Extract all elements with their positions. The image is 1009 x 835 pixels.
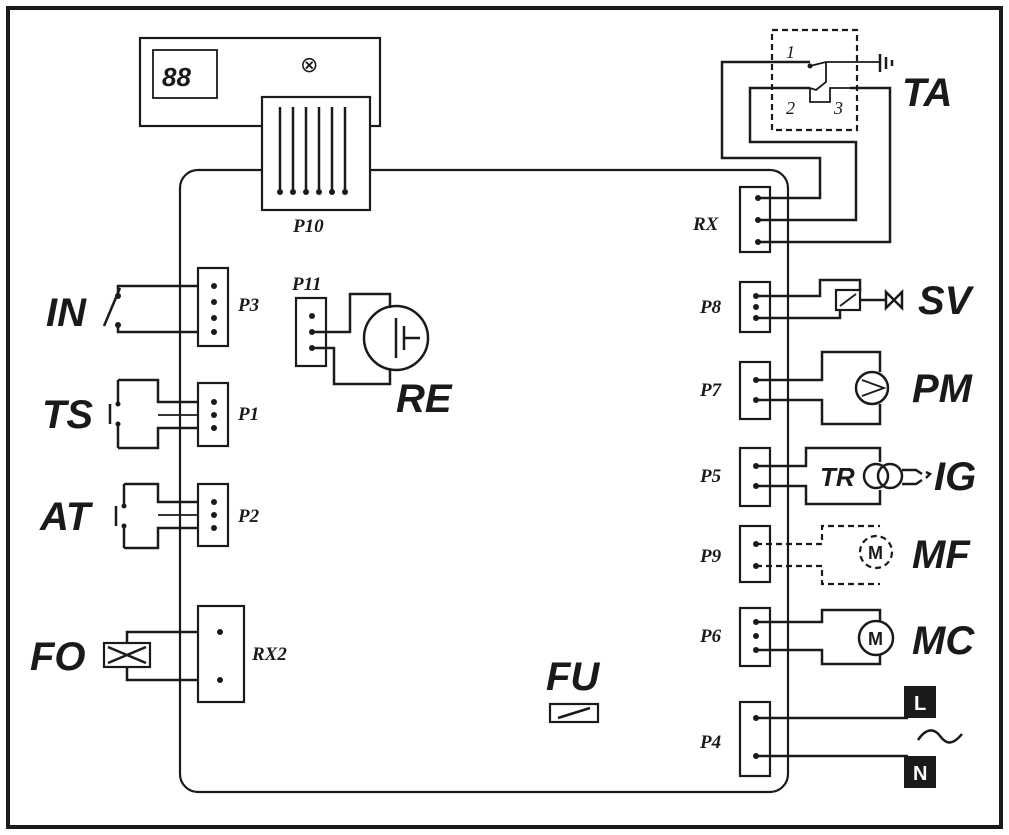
label-sv: SV [918, 279, 975, 323]
label-p3: P3 [237, 295, 259, 316]
room-thermostat-ta: 1 2 3 TA [770, 28, 952, 132]
ac-wave-icon [916, 729, 963, 744]
ta-terminal-2: 2 [786, 98, 795, 118]
relay-re: RE [312, 292, 453, 421]
display-digits: 88 [162, 62, 191, 92]
label-p7: P7 [699, 380, 723, 401]
outer-frame [6, 6, 1003, 829]
igniter-ig: IG [902, 455, 976, 499]
label-p8: P8 [699, 297, 722, 318]
label-pm: PM [912, 367, 974, 411]
label-mc: MC [912, 619, 975, 663]
connector-p1: P1 [196, 381, 259, 448]
label-p9: P9 [699, 546, 722, 567]
label-p2: P2 [237, 506, 260, 527]
label-fu: FU [546, 655, 600, 699]
connector-rx: RX [692, 185, 772, 254]
connector-p10: P10 [260, 95, 372, 237]
label-ta: TA [902, 71, 952, 115]
connector-p9: P9 [699, 524, 772, 584]
connector-p8: P8 [699, 280, 772, 334]
input-switch-in: IN [46, 284, 218, 335]
label-p6: P6 [699, 626, 722, 647]
ta-wiring [720, 60, 892, 244]
connector-p11: P11 [291, 274, 328, 368]
connector-p2: P2 [196, 482, 260, 548]
connector-p6: P6 [699, 606, 772, 668]
solenoid-valve-sv: SV [756, 278, 975, 323]
fuse-fu: FU [546, 655, 600, 724]
connector-p5: P5 [699, 446, 772, 508]
safety-thermostat-ts: TS [42, 378, 218, 450]
label-mf: MF [912, 533, 971, 577]
label-ig: IG [934, 455, 976, 499]
label-re: RE [396, 377, 453, 421]
mains-line-label: L [914, 693, 926, 715]
ta-terminal-1: 1 [786, 42, 795, 62]
mc-motor-glyph: M [868, 629, 883, 649]
display-module: 88 ⊗ [138, 36, 382, 128]
control-board [178, 168, 790, 794]
transformer-tr: TR [756, 446, 904, 506]
indicator-lamp-icon: ⊗ [300, 53, 318, 78]
flame-sensor-fo: FO [30, 630, 218, 682]
pump-pm: PM [756, 350, 974, 426]
connector-rx2: RX2 [196, 604, 287, 704]
motor-mc: M MC [756, 608, 975, 666]
label-p1: P1 [237, 404, 259, 425]
label-in: IN [46, 291, 87, 335]
label-p11: P11 [291, 274, 322, 295]
label-p10: P10 [292, 216, 324, 237]
label-p5: P5 [699, 466, 722, 487]
label-at: AT [39, 495, 94, 539]
mains-power: L N [756, 686, 963, 788]
mains-neutral-label: N [913, 763, 927, 785]
air-thermostat-at: AT [39, 482, 218, 550]
label-rx2: RX2 [251, 644, 287, 665]
label-tr: TR [820, 462, 855, 492]
label-p4: P4 [699, 732, 721, 753]
mf-motor-glyph: M [868, 543, 883, 563]
label-fo: FO [30, 635, 86, 679]
connector-p4: P4 [699, 700, 772, 778]
connector-p3: P3 [196, 266, 259, 348]
connector-p7: P7 [699, 360, 772, 421]
fan-motor-mf: M MF [756, 524, 971, 586]
label-rx: RX [692, 214, 720, 235]
ta-terminal-3: 3 [833, 98, 843, 118]
label-ts: TS [42, 393, 93, 437]
